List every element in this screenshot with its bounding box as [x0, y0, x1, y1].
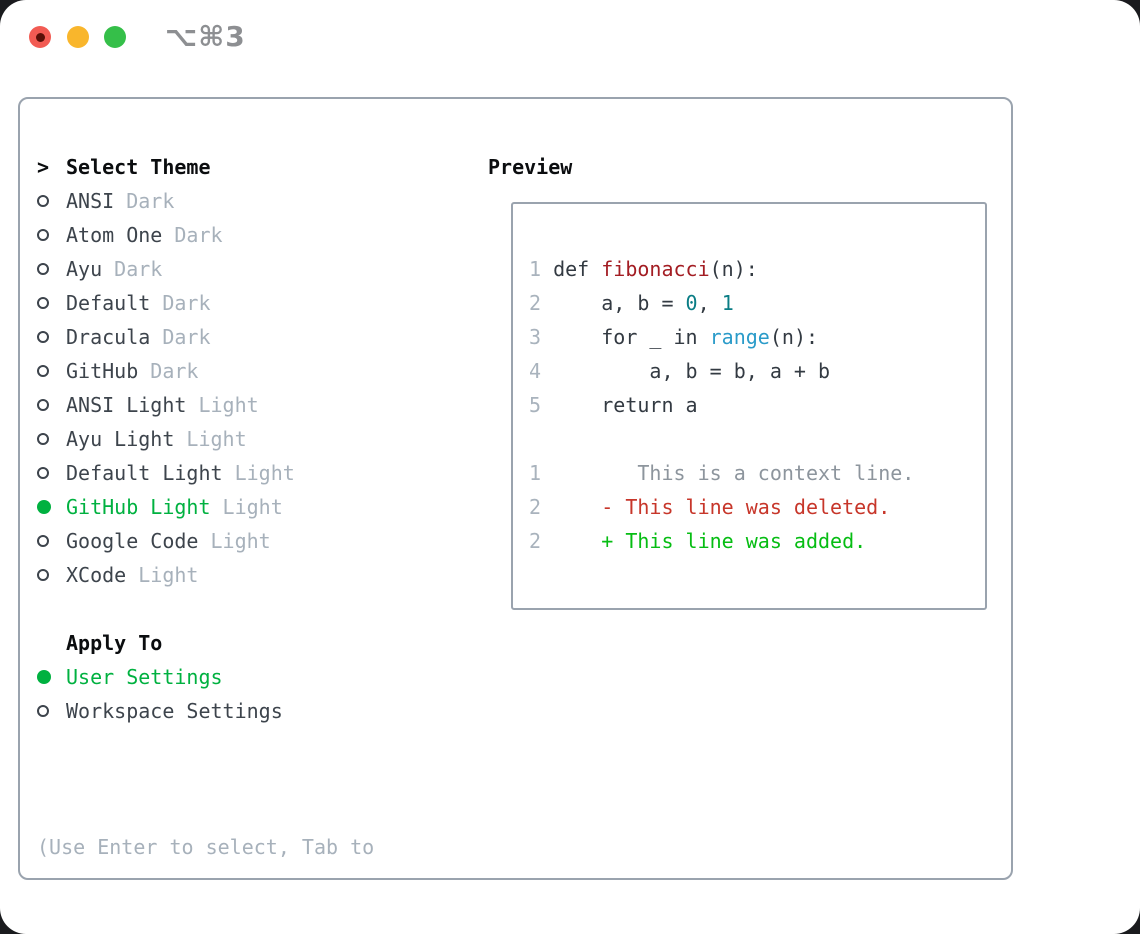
code-token-plain: ,	[697, 291, 722, 315]
preview-pane: 1 def fibonacci(n): 2 a, b = 0, 1 3 for …	[511, 202, 987, 610]
code-token-number: 1	[721, 291, 734, 315]
window-title: ⌥⌘3	[165, 20, 246, 53]
theme-variant: Light	[210, 495, 283, 519]
theme-name: GitHub Light	[66, 495, 211, 519]
line-number: 1	[529, 461, 554, 485]
code-token-plain	[553, 529, 601, 553]
apply-to-label: Workspace Settings	[66, 699, 283, 723]
theme-variant: Dark	[138, 359, 199, 383]
theme-option-atom-one[interactable]: Atom One Dark	[37, 218, 295, 252]
theme-option-xcode[interactable]: XCode Light	[37, 558, 295, 592]
code-token-plain: (n):	[769, 325, 819, 349]
focus-caret-icon: >	[37, 155, 50, 179]
theme-name: Default	[66, 291, 151, 315]
line-number: 4	[529, 359, 554, 383]
radio-unselected-icon	[37, 365, 49, 377]
code-token-plain: for _ in	[553, 325, 710, 349]
preview-heading: Preview	[488, 155, 573, 179]
theme-name: GitHub	[66, 359, 139, 383]
code-token-number: 0	[685, 291, 698, 315]
radio-selected-icon	[37, 500, 51, 514]
code-token-plain: a, b = b, a + b	[553, 359, 831, 383]
radio-unselected-icon	[37, 705, 49, 717]
theme-option-default[interactable]: Default Dark	[37, 286, 295, 320]
radio-unselected-icon	[37, 229, 49, 241]
theme-name: Atom One	[66, 223, 163, 247]
help-text: (Use Enter to select, Tab to change focu…	[37, 762, 374, 934]
theme-variant: Light	[126, 563, 199, 587]
theme-option-ayu-light[interactable]: Ayu Light Light	[37, 422, 295, 456]
code-token-plain: a, b =	[553, 291, 686, 315]
theme-name: XCode	[66, 563, 127, 587]
theme-variant: Light	[174, 427, 247, 451]
theme-option-dracula[interactable]: Dracula Dark	[37, 320, 295, 354]
code-token-context: This is a context line.	[553, 461, 915, 485]
theme-name: Google Code	[66, 529, 199, 553]
radio-unselected-icon	[37, 331, 49, 343]
radio-unselected-icon	[37, 399, 49, 411]
line-number: 2	[529, 529, 554, 553]
line-number: 3	[529, 325, 554, 349]
line-number: 5	[529, 393, 554, 417]
code-token-plain: def	[553, 257, 602, 281]
select-theme-heading-label: Select Theme	[66, 155, 211, 179]
radio-unselected-icon	[37, 467, 49, 479]
theme-option-default-light[interactable]: Default Light Light	[37, 456, 295, 490]
apply-to-option-user-settings[interactable]: User Settings	[37, 660, 295, 694]
titlebar: ⌥⌘3	[0, 0, 1140, 74]
code-token-plain	[553, 495, 601, 519]
close-button[interactable]	[29, 26, 51, 48]
radio-unselected-icon	[37, 535, 49, 547]
radio-selected-icon	[37, 670, 51, 684]
theme-name: Ayu	[66, 257, 103, 281]
line-number: 2	[529, 495, 554, 519]
theme-name: ANSI Light	[66, 393, 187, 417]
theme-variant: Dark	[114, 189, 175, 213]
theme-option-ansi[interactable]: ANSI Dark	[37, 184, 295, 218]
theme-variant: Dark	[102, 257, 163, 281]
preview-code: 1 def fibonacci(n): 2 a, b = 0, 1 3 for …	[529, 252, 914, 558]
code-token-builtin: range	[709, 325, 770, 349]
theme-variant: Dark	[150, 325, 211, 349]
apply-to-label: User Settings	[66, 665, 223, 689]
select-theme-heading: > Select Theme	[37, 150, 295, 184]
theme-variant: Light	[186, 393, 259, 417]
apply-to-option-workspace-settings[interactable]: Workspace Settings	[37, 694, 295, 728]
theme-name: Ayu Light	[66, 427, 175, 451]
unsaved-dot-icon	[35, 32, 45, 42]
theme-variant: Light	[198, 529, 271, 553]
code-token-added: + This line was added.	[601, 529, 867, 553]
spacer	[37, 592, 295, 626]
radio-unselected-icon	[37, 263, 49, 275]
theme-variant: Dark	[150, 291, 211, 315]
line-number: 2	[529, 291, 554, 315]
code-token-deleted: - This line was deleted.	[601, 495, 891, 519]
theme-name: Dracula	[66, 325, 151, 349]
radio-unselected-icon	[37, 297, 49, 309]
line-number: 1	[529, 257, 554, 281]
theme-option-google-code[interactable]: Google Code Light	[37, 524, 295, 558]
radio-unselected-icon	[37, 433, 49, 445]
code-token-plain: return a	[553, 393, 698, 417]
zoom-button[interactable]	[104, 26, 126, 48]
theme-option-ayu[interactable]: Ayu Dark	[37, 252, 295, 286]
apply-to-heading-label: Apply To	[66, 631, 163, 655]
theme-variant: Light	[222, 461, 295, 485]
help-line-1: (Use Enter to select, Tab to	[37, 835, 375, 859]
theme-name: Default Light	[66, 461, 223, 485]
radio-unselected-icon	[37, 569, 49, 581]
apply-to-heading: Apply To	[37, 626, 295, 660]
minimize-button[interactable]	[67, 26, 89, 48]
theme-name: ANSI	[66, 189, 115, 213]
theme-option-ansi-light[interactable]: ANSI Light Light	[37, 388, 295, 422]
code-token-function: fibonacci	[601, 257, 710, 281]
theme-variant: Dark	[162, 223, 223, 247]
code-token-plain: (n):	[709, 257, 758, 281]
theme-option-github[interactable]: GitHub Dark	[37, 354, 295, 388]
theme-option-github-light[interactable]: GitHub Light Light	[37, 490, 295, 524]
radio-unselected-icon	[37, 195, 49, 207]
